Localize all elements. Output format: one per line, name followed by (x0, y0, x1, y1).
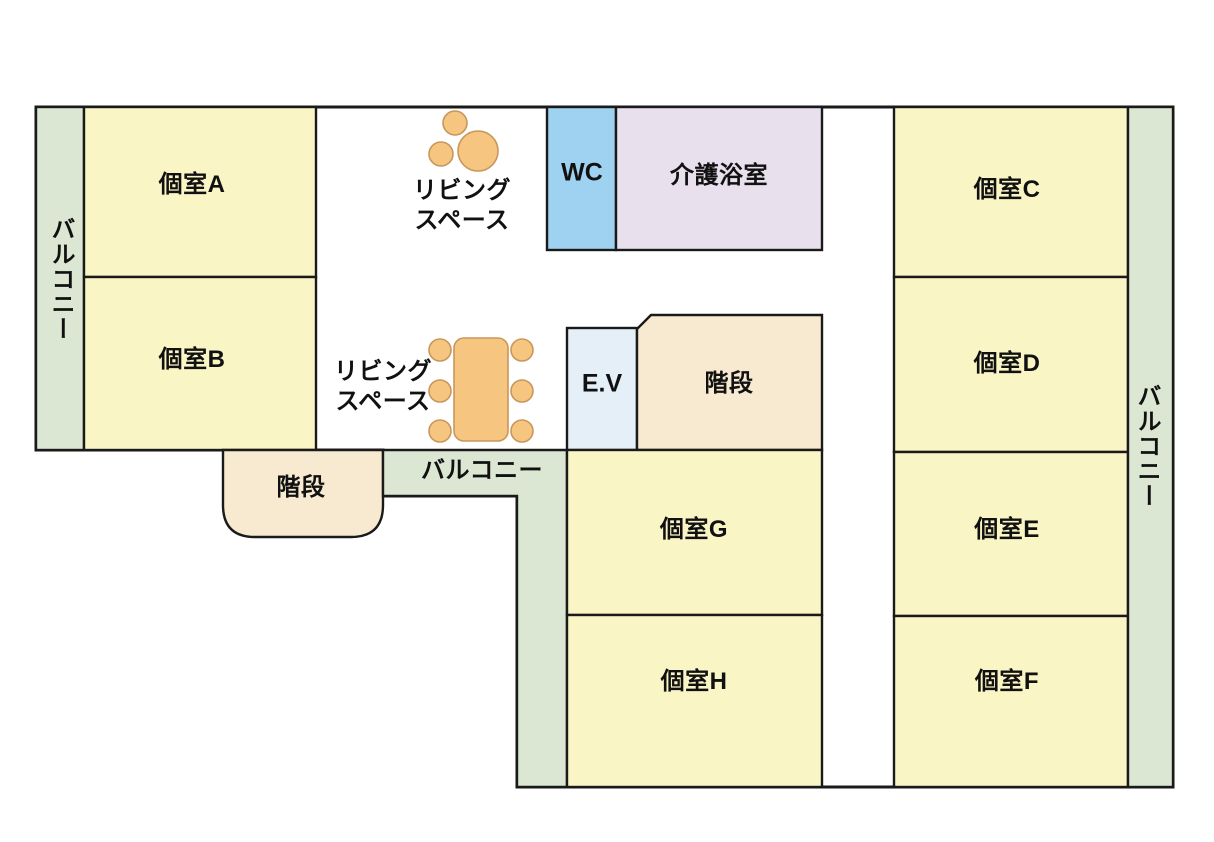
sofa-circles (428, 110, 499, 172)
room-a (82, 105, 318, 279)
chair (510, 379, 534, 403)
room-b-label: 個室B (158, 346, 226, 373)
living-space-top-label: リビング スペース (392, 176, 532, 236)
balcony-lower-area (381, 448, 569, 789)
living-space-top-line2: スペース (414, 207, 510, 234)
sofa-circle-small-left (428, 141, 454, 167)
room-c-label: 個室C (973, 176, 1041, 203)
room-e (892, 450, 1130, 618)
chair (510, 419, 534, 443)
room-h-label: 個室H (660, 668, 728, 695)
stairs-upper-label: 階段 (704, 370, 754, 397)
dining-table (453, 337, 509, 442)
living-space-bottom-line2: スペース (335, 388, 431, 415)
elevator-label: E.V (581, 369, 623, 398)
living-space-bottom-label: リビング スペース (313, 357, 453, 417)
sofa-circle-small-top (442, 110, 468, 136)
stairs-lower-area (221, 448, 385, 539)
elevator-room (565, 326, 639, 452)
chair (428, 338, 452, 362)
room-e-label: 個室E (974, 516, 1040, 543)
stairs-lower-label: 階段 (276, 474, 326, 501)
room-d-label: 個室D (973, 350, 1041, 377)
room-h (565, 613, 824, 789)
balcony-right-area (1126, 105, 1175, 789)
room-a-label: 個室A (158, 171, 226, 198)
wc-label: WC (561, 158, 603, 187)
dining-set (428, 337, 534, 443)
balcony-right-label: バルコニー (1133, 383, 1160, 509)
room-c (892, 105, 1130, 279)
chair (428, 379, 452, 403)
room-f-label: 個室F (974, 668, 1040, 695)
room-g-label: 個室G (659, 516, 729, 543)
care-bath-room (614, 105, 824, 252)
balcony-left-area (34, 105, 86, 452)
room-b (82, 275, 318, 452)
living-space-bottom-line1: リビング (334, 358, 432, 385)
chair (510, 338, 534, 362)
room-f (892, 614, 1130, 789)
living-space-top-line1: リビング (413, 177, 511, 204)
balcony-bottom-label: バルコニー (420, 457, 544, 484)
wc-room (545, 105, 618, 252)
care-bath-label: 介護浴室 (670, 162, 768, 189)
chair (428, 419, 452, 443)
sofa-circle-large (457, 130, 499, 172)
balcony-left-label: バルコニー (47, 216, 74, 342)
